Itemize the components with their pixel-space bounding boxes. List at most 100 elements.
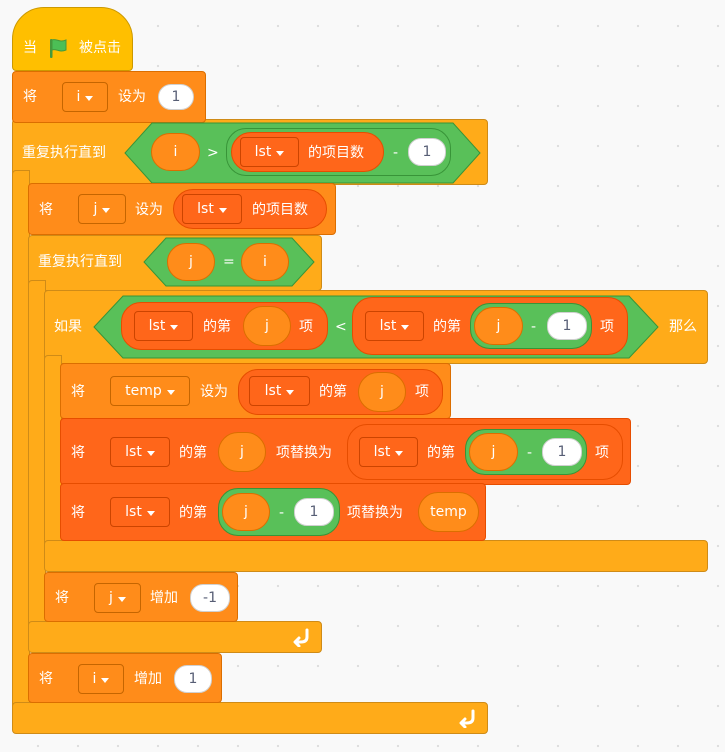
item-suffix-label: 项 (595, 445, 609, 461)
item-of-label: 的第 (427, 445, 455, 461)
replace-item-block[interactable]: 将 lst 的第 j 项替换为 lst 的第 j - 1 项 (60, 418, 631, 485)
item-of-label: 的第 (203, 319, 231, 335)
change-i-block[interactable]: 将 i 增加 1 (28, 653, 222, 703)
item-suffix-label: 项 (299, 319, 313, 335)
less-than-label: < (335, 319, 347, 335)
dropdown-arrow-icon (395, 450, 404, 456)
outer-loop-bottom (12, 702, 488, 734)
dropdown-arrow-icon (286, 389, 295, 395)
equals-label: = (223, 254, 235, 270)
set-j-block[interactable]: 将 j 设为 lst 的项目数 (28, 183, 336, 235)
dropdown-arrow-icon (170, 324, 179, 330)
minus-label: - (279, 505, 285, 521)
repeat-until-label: 重复执行直到 (22, 145, 106, 161)
list-name: lst (148, 318, 166, 334)
set-label: 将 (71, 505, 85, 521)
set-i-block[interactable]: 将 i 设为 1 (12, 71, 206, 123)
inner-loop-bottom (28, 621, 322, 653)
item-of-label: 的第 (433, 319, 461, 335)
set-label: 将 (55, 590, 69, 606)
dropdown-arrow-icon (146, 510, 155, 516)
variable-reporter-i[interactable]: i (241, 243, 289, 281)
dropdown-arrow-icon (146, 450, 155, 456)
dropdown-arrow-icon (218, 207, 227, 213)
set-label: 将 (71, 445, 85, 461)
minus-label: - (531, 319, 537, 335)
dropdown-arrow-icon (276, 150, 285, 156)
list-dropdown[interactable]: lst (110, 497, 170, 527)
then-label: 那么 (669, 319, 697, 335)
repeat-until-label: 重复执行直到 (38, 254, 122, 270)
set-temp-block[interactable]: 将 temp 设为 lst 的第 j 项 (60, 363, 451, 419)
list-name: lst (125, 444, 142, 460)
variable-dropdown-j[interactable]: j (78, 194, 126, 224)
variable-reporter-j[interactable]: j (222, 493, 270, 531)
variable-dropdown-temp[interactable]: temp (110, 376, 190, 406)
change-j-block[interactable]: 将 j 增加 -1 (44, 572, 238, 622)
variable-reporter-temp[interactable]: temp (418, 492, 479, 532)
variable-name: j (109, 590, 113, 606)
variable-reporter-i[interactable]: i (151, 133, 200, 171)
set-label: 将 (39, 671, 53, 687)
list-dropdown[interactable]: lst (182, 194, 242, 224)
variable-reporter-j[interactable]: j (358, 372, 406, 412)
list-dropdown[interactable]: lst (240, 137, 299, 167)
number-input[interactable]: 1 (408, 138, 446, 166)
list-dropdown[interactable]: lst (359, 437, 418, 467)
variable-reporter-j[interactable]: j (243, 306, 291, 346)
replace-item-block[interactable]: 将 lst 的第 j - 1 项替换为 temp (60, 483, 486, 541)
set-to-label: 设为 (118, 89, 146, 105)
dropdown-arrow-icon (117, 596, 126, 602)
variable-reporter-j[interactable]: j (167, 243, 215, 281)
length-label: 的项目数 (252, 202, 308, 218)
item-suffix-label: 项 (415, 384, 429, 400)
greater-than-label: > (207, 145, 219, 161)
list-name: lst (373, 444, 391, 460)
variable-reporter-j[interactable]: j (469, 433, 518, 471)
set-to-label: 设为 (200, 384, 228, 400)
list-dropdown[interactable]: lst (134, 311, 193, 341)
variable-reporter-j[interactable]: j (474, 307, 523, 345)
variable-name: i (92, 671, 97, 687)
set-label: 将 (23, 89, 37, 105)
variable-reporter-j[interactable]: j (218, 432, 266, 472)
if-block-bottom (44, 540, 708, 572)
variable-dropdown-i[interactable]: i (78, 664, 124, 694)
set-label: 将 (71, 384, 85, 400)
variable-dropdown-j[interactable]: j (94, 583, 141, 613)
value-input[interactable]: 1 (158, 84, 194, 110)
variable-name: j (93, 201, 98, 217)
if-label: 如果 (54, 319, 82, 335)
minus-label: - (527, 445, 533, 461)
value-input[interactable]: 1 (174, 665, 212, 693)
dropdown-arrow-icon (101, 677, 110, 683)
loop-arrow-icon (293, 628, 309, 647)
number-input[interactable]: 1 (547, 312, 587, 340)
loop-arrow-icon (459, 709, 475, 728)
list-dropdown[interactable]: lst (110, 437, 170, 467)
list-name: lst (264, 383, 282, 399)
replace-with-label: 项替换为 (276, 445, 332, 461)
item-of-label: 的第 (319, 384, 347, 400)
list-name: lst (379, 318, 397, 334)
variable-dropdown-i[interactable]: i (62, 82, 108, 112)
list-dropdown[interactable]: lst (249, 376, 310, 406)
variable-name: i (76, 89, 81, 105)
item-of-label: 的第 (179, 445, 207, 461)
dropdown-arrow-icon (166, 389, 175, 395)
length-label: 的项目数 (308, 145, 364, 161)
when-label: 当 (23, 40, 37, 56)
change-by-label: 增加 (150, 590, 178, 606)
item-suffix-label: 项 (600, 319, 614, 335)
list-name: lst (197, 201, 214, 217)
green-flag-icon (50, 39, 67, 58)
clicked-label: 被点击 (79, 40, 121, 56)
dropdown-arrow-icon (102, 207, 111, 213)
value-input[interactable]: -1 (190, 584, 230, 612)
list-name: lst (125, 504, 142, 520)
list-dropdown[interactable]: lst (365, 311, 424, 341)
change-by-label: 增加 (134, 671, 162, 687)
when-flag-clicked-block[interactable]: 当 被点击 (12, 7, 133, 71)
number-input[interactable]: 1 (294, 498, 334, 526)
number-input[interactable]: 1 (542, 438, 582, 466)
